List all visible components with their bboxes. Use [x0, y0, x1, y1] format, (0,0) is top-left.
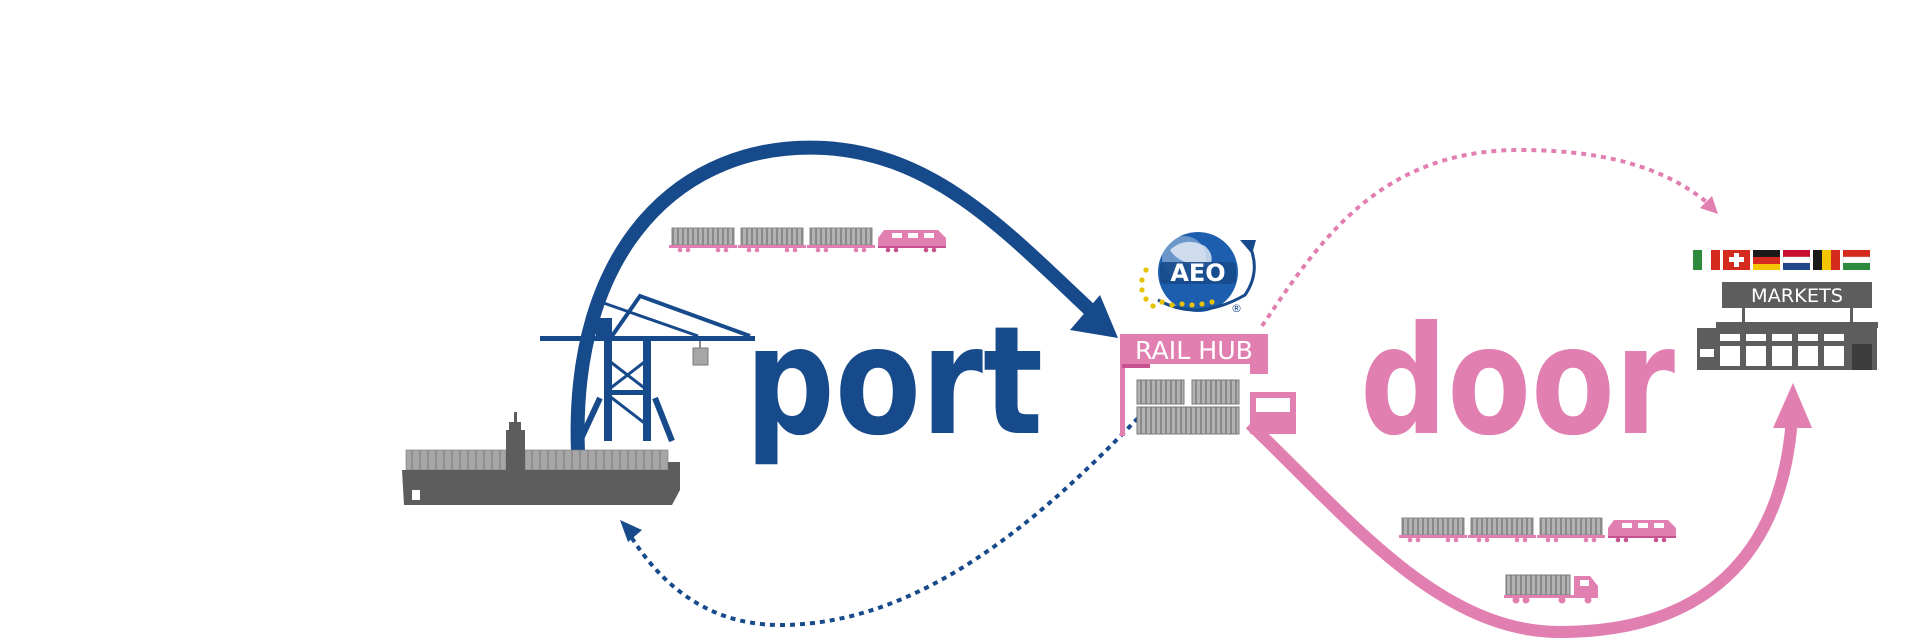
arrow-rail-hub-to-markets-dotted — [1260, 147, 1718, 328]
flag-switzerland-icon — [1723, 250, 1750, 270]
arrow-rail-hub-to-ship-dotted — [620, 416, 1140, 628]
country-flags-icon — [1693, 250, 1871, 270]
door-word: door — [1360, 295, 1675, 469]
markets-label: MARKETS — [1751, 285, 1843, 307]
freight-train-icon — [1398, 517, 1676, 543]
arrow-rail-hub-to-markets — [1245, 383, 1812, 639]
flag-hungary-icon — [1842, 250, 1871, 270]
truck-icon — [1504, 574, 1598, 604]
gantry-crane-icon — [540, 293, 755, 443]
container-ship-icon — [402, 412, 680, 505]
flag-netherlands-icon — [1782, 250, 1811, 270]
flag-germany-icon — [1753, 250, 1780, 270]
warehouse-icon: MARKETS — [1697, 282, 1878, 370]
aeo-globe-icon: AEO ® — [1139, 232, 1256, 315]
freight-train-icon — [668, 227, 946, 253]
flag-italy-icon — [1693, 250, 1720, 270]
aeo-label: AEO — [1170, 259, 1225, 287]
rail-hub-label: RAIL HUB — [1135, 336, 1253, 365]
registered-mark: ® — [1231, 302, 1242, 315]
port-word: port — [745, 295, 1043, 469]
rail-hub-icon: RAIL HUB — [1120, 334, 1296, 436]
flag-belgium-icon — [1813, 250, 1840, 270]
